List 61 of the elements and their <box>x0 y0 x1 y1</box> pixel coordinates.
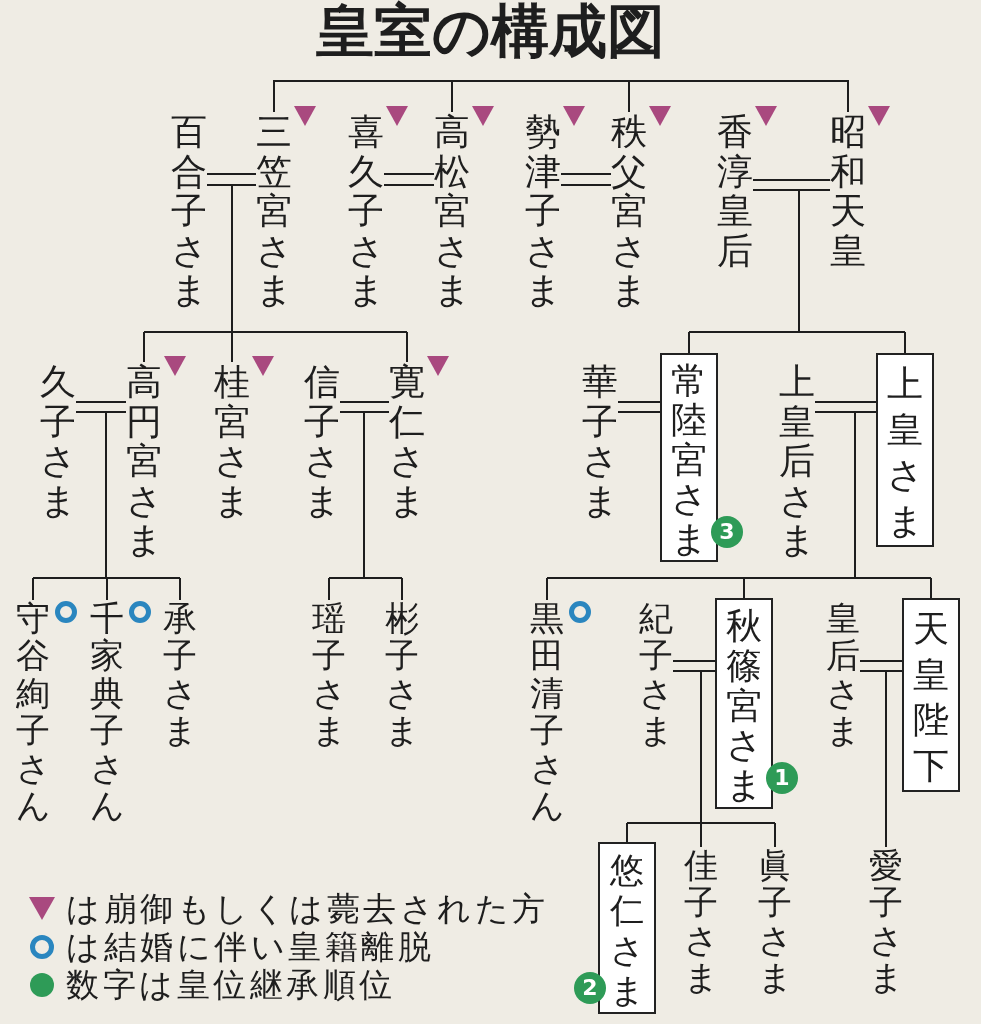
person-name: 紀子さま <box>639 600 673 750</box>
person-name: 悠仁さま <box>610 850 644 1010</box>
connector-line <box>143 184 408 363</box>
connector-line <box>328 411 403 601</box>
person-name: 皇后さま <box>826 600 860 750</box>
connector-line <box>885 670 903 848</box>
double-line <box>384 173 434 186</box>
person-name: 眞子さま <box>758 847 792 997</box>
double-line <box>561 173 611 186</box>
person-name: 彬子さま <box>385 600 419 750</box>
person-name: 秩父宮さま <box>611 112 647 310</box>
legend-text: は結婚に伴い皇籍離脱 <box>66 927 434 967</box>
person-name: 黒田清子さん <box>530 600 564 825</box>
double-line <box>76 401 126 413</box>
person-name: 高松宮さま <box>434 112 470 310</box>
connector-line <box>32 411 181 601</box>
double-line <box>207 173 256 186</box>
name-box <box>660 353 718 562</box>
person-name: 百合子さま <box>171 112 207 310</box>
rank-badge: 1 <box>766 762 798 794</box>
connector-line <box>626 670 776 848</box>
legend-text: は崩御もしくは薨去された方 <box>66 889 549 929</box>
double-line <box>860 660 902 672</box>
rank-badge: 3 <box>711 516 743 548</box>
rank-badge: 2 <box>574 972 606 1004</box>
name-box <box>902 598 960 792</box>
person-name: 常陸宮さま <box>671 361 707 559</box>
legend-text: 数字は皇位継承順位 <box>66 965 396 1005</box>
person-name: 千家典子さん <box>90 600 124 825</box>
double-line <box>753 179 830 191</box>
person-name: 上皇后さま <box>779 362 815 560</box>
person-name: 愛子さま <box>869 847 903 997</box>
person-name: 勢津子さま <box>525 112 561 310</box>
person-name: 信子さま <box>304 362 340 521</box>
person-name: 寛仁さま <box>389 362 425 521</box>
person-name: 香淳皇后 <box>717 112 753 271</box>
person-name: 天皇陛下 <box>913 607 949 788</box>
title: 皇室の構成図 <box>315 0 665 64</box>
name-box <box>876 353 934 547</box>
person-name: 承子さま <box>163 600 197 750</box>
connector-line <box>688 189 906 354</box>
name-box <box>598 842 656 1014</box>
person-name: 桂宮さま <box>214 362 250 521</box>
person-name: 三笠宮さま <box>256 112 292 310</box>
double-line <box>618 401 660 413</box>
person-name: 高円宮さま <box>126 362 162 560</box>
person-name: 昭和天皇 <box>830 112 866 271</box>
double-line <box>340 401 389 413</box>
person-name: 久子さま <box>40 362 76 521</box>
person-name: 佳子さま <box>684 847 718 997</box>
name-box <box>715 598 773 809</box>
person-name: 喜久子さま <box>348 112 384 310</box>
double-line <box>673 660 715 672</box>
person-name: 上皇さま <box>887 362 923 543</box>
person-name: 守谷絢子さん <box>16 600 50 825</box>
person-name: 瑶子さま <box>312 600 346 750</box>
person-name: 秋篠宮さま <box>726 606 762 805</box>
double-line <box>815 401 876 413</box>
connector-line <box>273 80 849 113</box>
person-name: 華子さま <box>582 362 618 521</box>
connector-line <box>546 411 932 601</box>
